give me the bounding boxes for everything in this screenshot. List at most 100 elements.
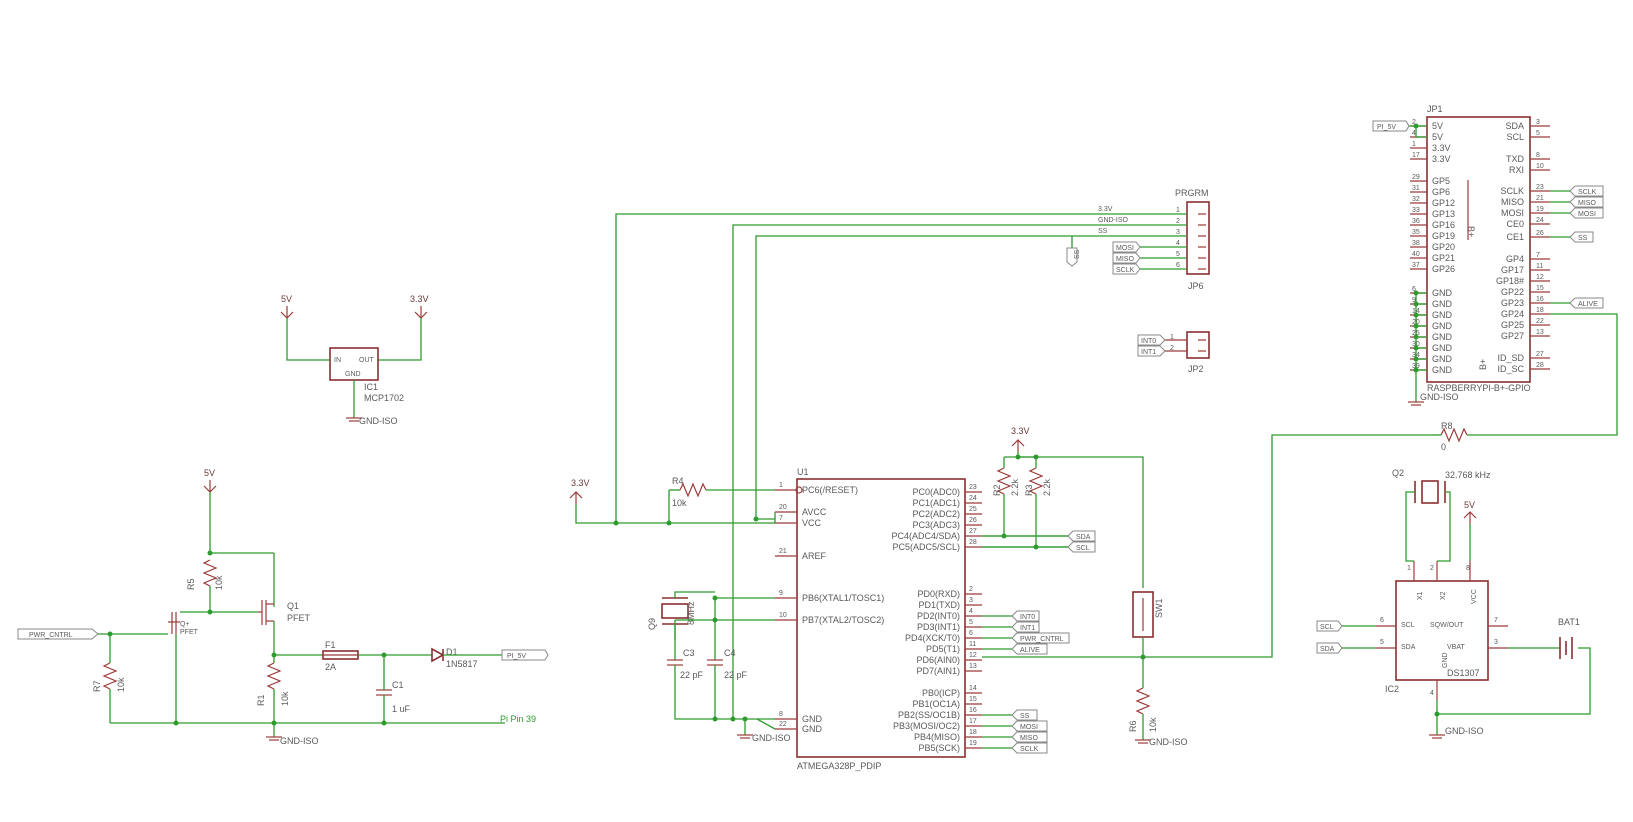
jp1-pi5v-text: PI_5V: [1377, 124, 1396, 131]
u1-left-pin-num: 7: [779, 515, 783, 522]
pwr-cntrl-tag: [17, 628, 99, 640]
u1-left-pin-num: 9: [779, 590, 783, 597]
jp1-left-pin-label: 5V: [1432, 132, 1443, 142]
prgrm-pin-num: 2: [1176, 218, 1180, 225]
jp1-left-pin-num: 33: [1412, 207, 1420, 214]
jp1-right-pin-num: 19: [1536, 206, 1544, 213]
jp1-gnd-junction: [1413, 290, 1419, 296]
pullup-33v-label: 3.3V: [1011, 426, 1030, 436]
jp1-pi5v-tag: [1372, 120, 1410, 132]
u1-right-pin-num: 12: [969, 652, 977, 659]
prgrm-net-ss: SS: [1098, 228, 1108, 235]
jp1-gnd-junction: [1413, 367, 1419, 373]
u1-right-pin-num: 17: [969, 718, 977, 725]
u1-signal-tag: [1011, 742, 1048, 754]
ic2-num-vbat: 3: [1494, 639, 1498, 646]
u1-right-pin-label: PB2(SS/OC1B): [898, 710, 960, 720]
q2-value: 32.768 kHz: [1445, 470, 1491, 480]
jp1-left-pin-label: 3.3V: [1432, 154, 1451, 164]
ic2-num-vcc: 8: [1466, 565, 1470, 572]
f1-value: 2A: [325, 662, 336, 672]
u1-right-pin-label: PC2(ADC2): [912, 509, 960, 519]
jp1-right-pin-label: SDA: [1505, 121, 1524, 131]
r4-value: 10k: [672, 498, 687, 508]
jp1-left-pin-label: GP26: [1432, 264, 1455, 274]
jp1-right-pin-num: 27: [1536, 351, 1544, 358]
q1-name: Q1: [287, 601, 299, 611]
jp1-left-pin-label: GP16: [1432, 220, 1455, 230]
jp1-miso-tag: [1569, 196, 1604, 208]
jp1-right-pin-num: 16: [1536, 296, 1544, 303]
prgrm-pin-num: 6: [1176, 262, 1180, 269]
jp1-left-pin-label: GND: [1432, 299, 1453, 309]
u1-signal-tag: [1067, 530, 1096, 542]
ic2-pin-scl: SCL: [1401, 622, 1415, 629]
jp1-sclk-text: SCLK: [1578, 189, 1597, 196]
jp1-right-pin-num: 15: [1536, 285, 1544, 292]
c1-name: C1: [392, 680, 404, 690]
jp1-left-pin-num: 40: [1412, 251, 1420, 258]
c1-value: 1 uF: [392, 704, 411, 714]
r2-value: 2.2k: [1010, 478, 1020, 496]
jp1-left-pin-num: 6: [1412, 286, 1416, 293]
u1-right-pin-num: 25: [969, 506, 977, 513]
c4-value: 22 pF: [724, 670, 748, 680]
jp1-right-pin-num: 7: [1536, 252, 1540, 259]
ic2-num-gnd: 4: [1430, 690, 1434, 697]
u1-gnd-label: GND-ISO: [752, 733, 791, 743]
jp1-right-pin-label: GP18#: [1496, 276, 1524, 286]
u1-left-pin-label: VCC: [802, 518, 822, 528]
r6-value: 10k: [1148, 717, 1158, 732]
ic2-num-scl: 6: [1380, 617, 1384, 624]
u1-left-pin-num: 22: [779, 721, 787, 728]
c4-name: C4: [724, 648, 736, 658]
power-control-section: 5V R5 10k Q1 PFET Q+ PFET PWR_CNTRL R7 1…: [17, 468, 549, 746]
u1-left-pin-label: GND: [802, 714, 823, 724]
u1-right-pin-num: 2: [969, 586, 973, 593]
jp1-left-pin-label: GP19: [1432, 231, 1455, 241]
u1-right-pin-num: 28: [969, 539, 977, 546]
u1-right-pin-label: PC3(ADC3): [912, 520, 960, 530]
jp1-left-pin-num: 17: [1412, 152, 1420, 159]
jp1-body: [1426, 116, 1531, 383]
ic1-pin-in: IN: [334, 357, 341, 364]
jp1-left-pin-num: 35: [1412, 229, 1420, 236]
jp1-right-pin-num: 23: [1536, 184, 1544, 191]
r1-name: R1: [256, 694, 266, 706]
r3-name: R3: [1024, 484, 1034, 496]
u1-right-pin-label: PD6(AIN0): [916, 655, 960, 665]
u1-signal-tag: [1011, 621, 1040, 633]
u1-right-pin-label: PD0(RXD): [917, 589, 960, 599]
jp1-right-pin-num: 21: [1536, 195, 1544, 202]
jp2-int0-tag: [1137, 334, 1166, 346]
jp1-ss-tag: [1569, 231, 1594, 243]
q9-value: 8MHz: [686, 601, 696, 625]
jp1-gnd-junction: [1413, 312, 1419, 318]
jp1-gnd-label: GND-ISO: [1420, 392, 1459, 402]
u1-signal-tag: [1011, 632, 1070, 644]
u1-right-pin-label: PB1(OC1A): [912, 699, 960, 709]
rtc-sda-tag: [1316, 642, 1343, 654]
jp1-right-pin-label: SCLK: [1500, 186, 1524, 196]
jp1-left-pin-label: GP5: [1432, 176, 1450, 186]
jp1-left-pin-num: 36: [1412, 218, 1420, 225]
jp1-right-pin-label: GP25: [1501, 320, 1524, 330]
jp1-left-pin-label: 5V: [1432, 121, 1443, 131]
u1-right-pin-num: 14: [969, 685, 977, 692]
r7-value: 10k: [116, 677, 126, 692]
u1-signal-tag: [1067, 541, 1096, 553]
jp1-left-pin-label: GND: [1432, 321, 1453, 331]
prgrm-pin-num: 3: [1176, 229, 1180, 236]
ic2-num-sda: 5: [1380, 639, 1384, 646]
prgrm-signal-tag: [1112, 241, 1141, 253]
q9-name: Q9: [647, 618, 657, 630]
supply-5v-label: 5V: [281, 294, 292, 304]
jp1-left-pin-num: 29: [1412, 174, 1420, 181]
jp1-left-pin-num: 9: [1412, 297, 1416, 304]
jp1-right-pin-num: 3: [1536, 119, 1540, 126]
u1-body: [796, 478, 966, 758]
pi-5v-tag: [501, 649, 549, 661]
u1-signal-tag: [1011, 731, 1048, 743]
u1-signal-text: MISO: [1020, 735, 1038, 742]
